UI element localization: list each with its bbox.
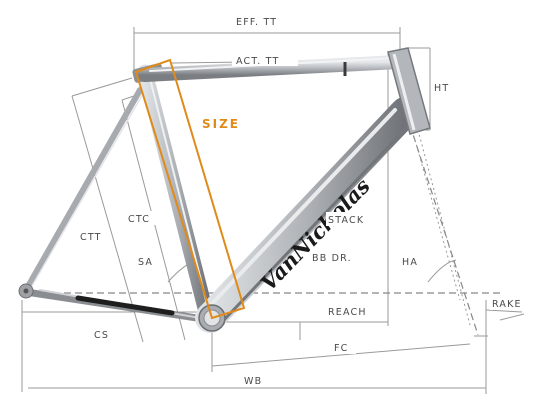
label-fc: FC [334, 343, 349, 354]
label-size: SIZE [202, 117, 240, 131]
label-ctc: CTC [128, 214, 150, 225]
label-ht: HT [434, 83, 449, 94]
label-reach: REACH [328, 307, 367, 318]
label-bb-drop: BB DR. [312, 253, 352, 264]
label-sa: SA [138, 257, 153, 268]
label-ctt: CTT [80, 232, 102, 243]
label-wb: WB [244, 376, 262, 387]
bike-frame [18, 47, 431, 333]
size-highlight [134, 58, 246, 320]
label-cs: CS [94, 330, 109, 341]
label-eff-tt: EFF. TT [236, 17, 277, 28]
label-act-tt: ACT. TT [236, 56, 280, 67]
label-rake: RAKE [492, 299, 522, 310]
dimension-lines [20, 27, 525, 394]
label-stack: STACK [328, 215, 364, 226]
label-ha: HA [402, 257, 418, 268]
dimension-labels: EFF. TT ACT. TT HT SIZE CTT CTC SA STACK… [78, 14, 532, 387]
